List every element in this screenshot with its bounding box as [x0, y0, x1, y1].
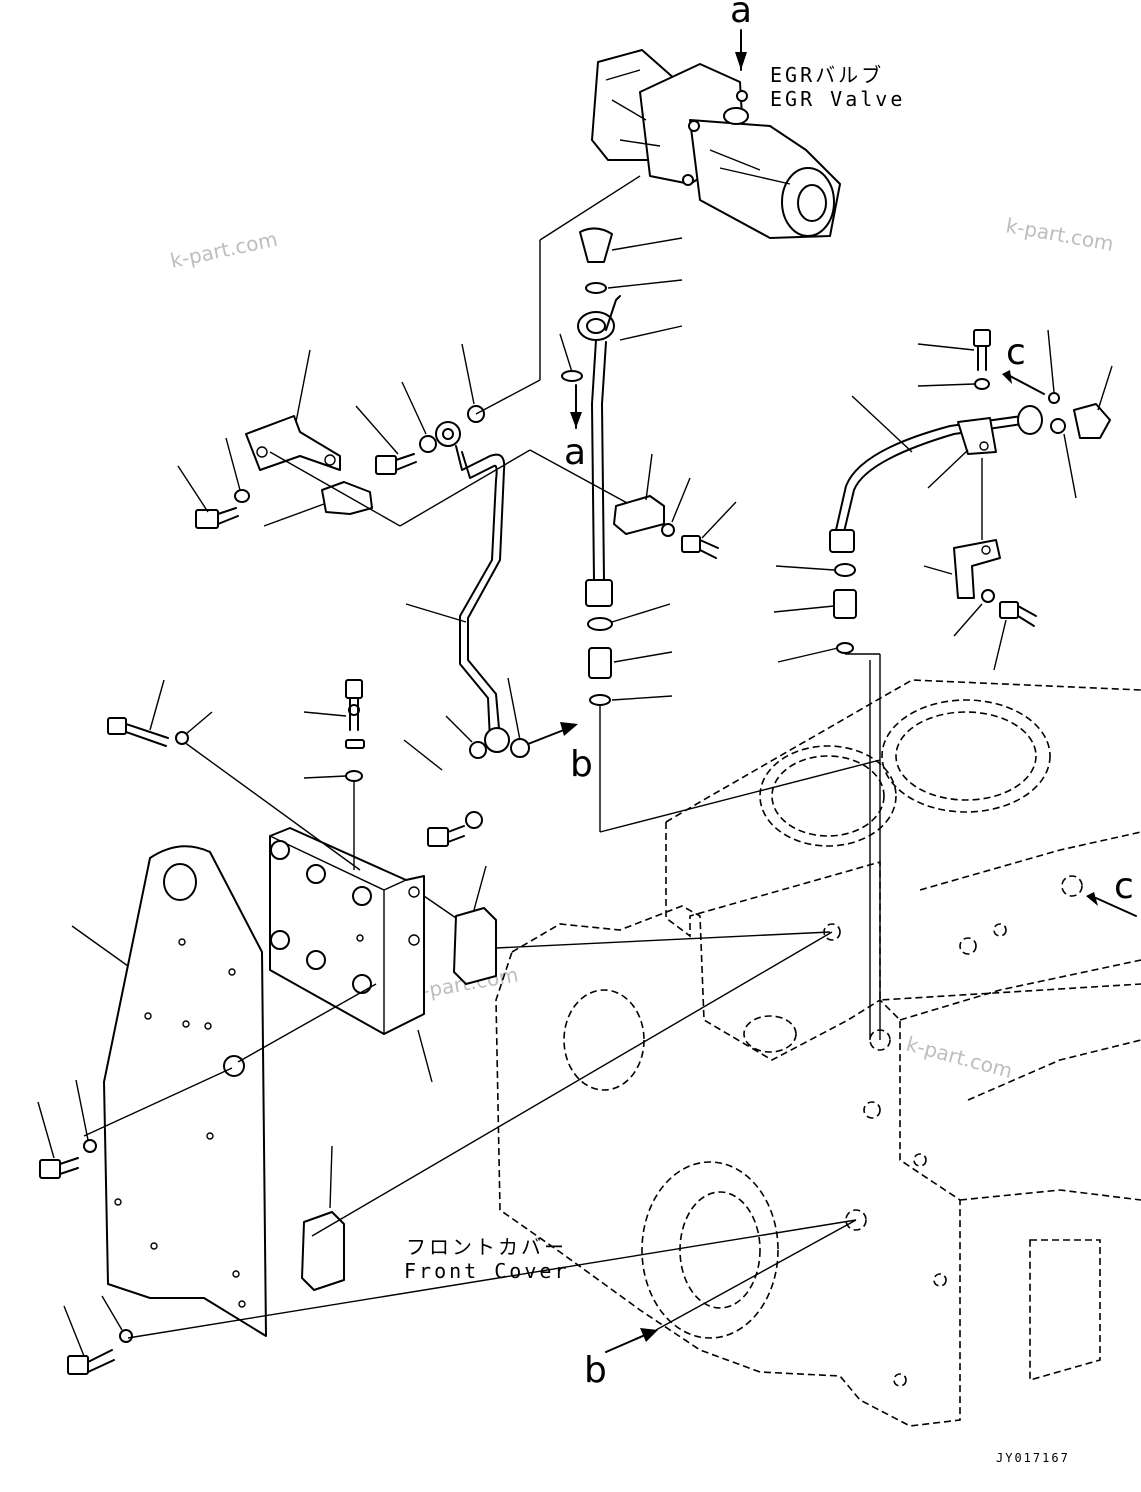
engine-block-icon — [495, 679, 1141, 1427]
watermark-4: k-part.com — [904, 1032, 1015, 1083]
ref-c-top: c — [1006, 332, 1026, 373]
center-pipe — [561, 227, 621, 706]
left-pipe — [419, 405, 530, 759]
egr-cooler-icon — [269, 679, 497, 1291]
egr-valve-label-jp: EGRバルブ — [770, 63, 884, 87]
center-clamp — [613, 495, 719, 559]
mounting-plate-icon — [103, 845, 267, 1337]
left-bracket — [195, 415, 417, 529]
plate-bolts — [39, 717, 189, 1375]
egr-valve-label-en: EGR Valve — [770, 87, 905, 111]
ref-a-top: a — [730, 0, 752, 31]
right-pipe — [829, 329, 1111, 654]
ref-b-bottom: b — [584, 1350, 607, 1391]
front-cover-label-jp: フロントカバー — [406, 1235, 567, 1259]
watermark-1: k-part.com — [168, 227, 280, 273]
egr-valve-icon — [591, 49, 841, 239]
ref-b-mid: b — [570, 744, 593, 785]
ref-a-mid: a — [564, 432, 586, 473]
watermark-2: k-part.com — [1004, 213, 1115, 256]
drawing-code: JY017167 — [996, 1451, 1070, 1465]
ref-c-right: c — [1114, 866, 1134, 907]
